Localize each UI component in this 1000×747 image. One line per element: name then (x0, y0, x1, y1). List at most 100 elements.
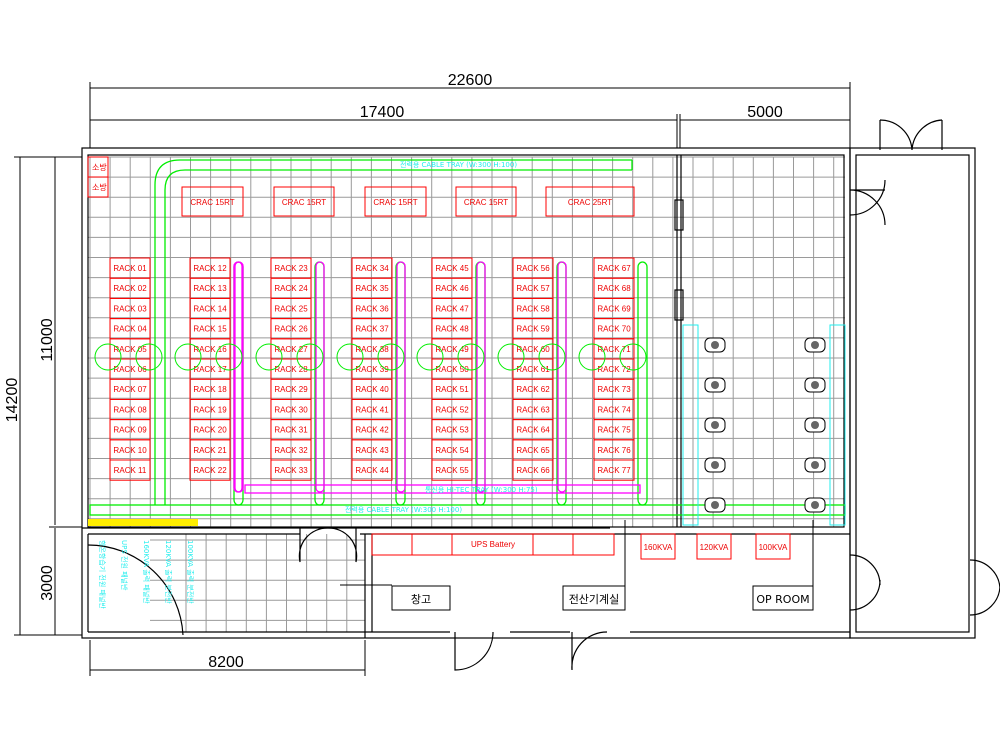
crac-unit (455, 186, 517, 217)
rack-label: RACK 70 (597, 325, 631, 334)
operator-chair-icon (811, 501, 819, 509)
rack-label: RACK 66 (516, 466, 550, 475)
cooling-marker (497, 343, 525, 371)
rack (270, 459, 312, 481)
rack (431, 459, 473, 481)
rack-label: RACK 02 (113, 284, 147, 293)
panel-label: 100KVA 출력 분전반 (186, 540, 195, 604)
ups-unit-label: 160KVA (644, 543, 673, 552)
power-tray-top-label: 전력용 CABLE TRAY (W:300 H:100) (400, 160, 517, 169)
comm-tray-label: 통신용 HI-TEC TRAY (W:300 H:75) (425, 485, 538, 494)
rack-label: RACK 33 (274, 466, 308, 475)
crac-label: CRAC 25RT (568, 198, 612, 207)
panel-label: 항온항습기 전원 패널반 (98, 540, 107, 609)
rack-label: RACK 19 (193, 405, 227, 414)
crac-unit (273, 186, 335, 217)
rack-label: RACK 71 (597, 345, 631, 354)
cooling-marker (94, 343, 122, 371)
rack-label: RACK 30 (274, 405, 308, 414)
rack-label: RACK 44 (355, 466, 389, 475)
op-room-equipment (682, 324, 846, 526)
cyan-rack (829, 324, 846, 526)
comm-trays (233, 261, 641, 494)
cyan-rack (682, 324, 699, 526)
rack (351, 459, 393, 481)
dim-total-height: 14200 (4, 378, 21, 423)
rack-label: RACK 50 (435, 365, 469, 374)
rack-label: RACK 23 (274, 264, 308, 273)
crac-unit (545, 186, 635, 217)
power-tray-vertical (637, 261, 648, 506)
rack-label: RACK 55 (435, 466, 469, 475)
rack-label: RACK 48 (435, 325, 469, 334)
rack-label: RACK 52 (435, 405, 469, 414)
rack (109, 459, 151, 481)
rack-label: RACK 37 (355, 325, 389, 334)
rack-label: RACK 67 (597, 264, 631, 273)
rack-label: RACK 74 (597, 405, 631, 414)
rack-label: RACK 04 (113, 325, 147, 334)
rack-label: RACK 38 (355, 345, 389, 354)
cooling-marker (457, 343, 485, 371)
rack-label: RACK 29 (274, 385, 308, 394)
rack-label: RACK 65 (516, 446, 550, 455)
ups-battery (371, 533, 615, 556)
room-storage: 창고 (411, 593, 431, 606)
ups-unit (755, 533, 791, 560)
cooling-marker (578, 343, 606, 371)
crac-label: CRAC 15RT (190, 198, 234, 207)
rack-label: RACK 64 (516, 426, 550, 435)
rack-label: RACK 12 (193, 264, 227, 273)
rack-label: RACK 32 (274, 446, 308, 455)
panel-label: 160KVA 출력 패널반 (142, 540, 151, 604)
room-labels (340, 520, 814, 611)
operator-chair-icon (811, 421, 819, 429)
rack-label: RACK 20 (193, 426, 227, 435)
rack-label: RACK 05 (113, 345, 147, 354)
dim-lower-left-width: 8200 (208, 654, 244, 671)
rack-label: RACK 17 (193, 365, 227, 374)
rack-label: RACK 51 (435, 385, 469, 394)
rack-label: RACK 11 (114, 466, 147, 475)
rack-label: RACK 72 (597, 365, 631, 374)
cooling-marker (215, 343, 243, 371)
rack-label: RACK 75 (597, 426, 631, 435)
rack-label: RACK 08 (113, 405, 147, 414)
crac-unit (181, 186, 244, 217)
rack-label: RACK 28 (274, 365, 308, 374)
rack-label: RACK 09 (113, 426, 147, 435)
operator-chair-icon (711, 501, 719, 509)
rack-label: RACK 53 (435, 426, 469, 435)
fire-label: 소방 (92, 182, 107, 192)
rack-label: RACK 18 (193, 385, 227, 394)
rack-label: RACK 15 (193, 325, 227, 334)
operator-chair-icon (711, 421, 719, 429)
rack-label: RACK 42 (355, 426, 389, 435)
cooling-marker (255, 343, 283, 371)
ups-unit (640, 533, 676, 560)
dim-lower-height: 3000 (39, 565, 56, 601)
rack-label: RACK 59 (516, 325, 550, 334)
crac-label: CRAC 15RT (373, 198, 417, 207)
ups-unit (696, 533, 732, 560)
rack-label: RACK 25 (274, 304, 308, 313)
crac-label: CRAC 15RT (282, 198, 326, 207)
operator-chair-icon (811, 341, 819, 349)
rack-label: RACK 45 (435, 264, 469, 273)
cooling-marker (377, 343, 405, 371)
rack-label: RACK 36 (355, 304, 389, 313)
comm-tray-vertical (233, 261, 243, 493)
rack-label: RACK 34 (355, 264, 389, 273)
comm-tray-vertical (315, 261, 325, 493)
ups-unit-label: 120KVA (700, 543, 729, 552)
panel-label: 120KVA 출력 분전반 (164, 540, 173, 604)
comm-tray-vertical (557, 261, 567, 493)
rack-label: RACK 57 (516, 284, 550, 293)
room-computer: 전산기계실 (569, 593, 620, 606)
power-tray-bottom-label: 전력용 CABLE TRAY (W:300 H:100) (345, 505, 462, 514)
rack (189, 459, 231, 481)
